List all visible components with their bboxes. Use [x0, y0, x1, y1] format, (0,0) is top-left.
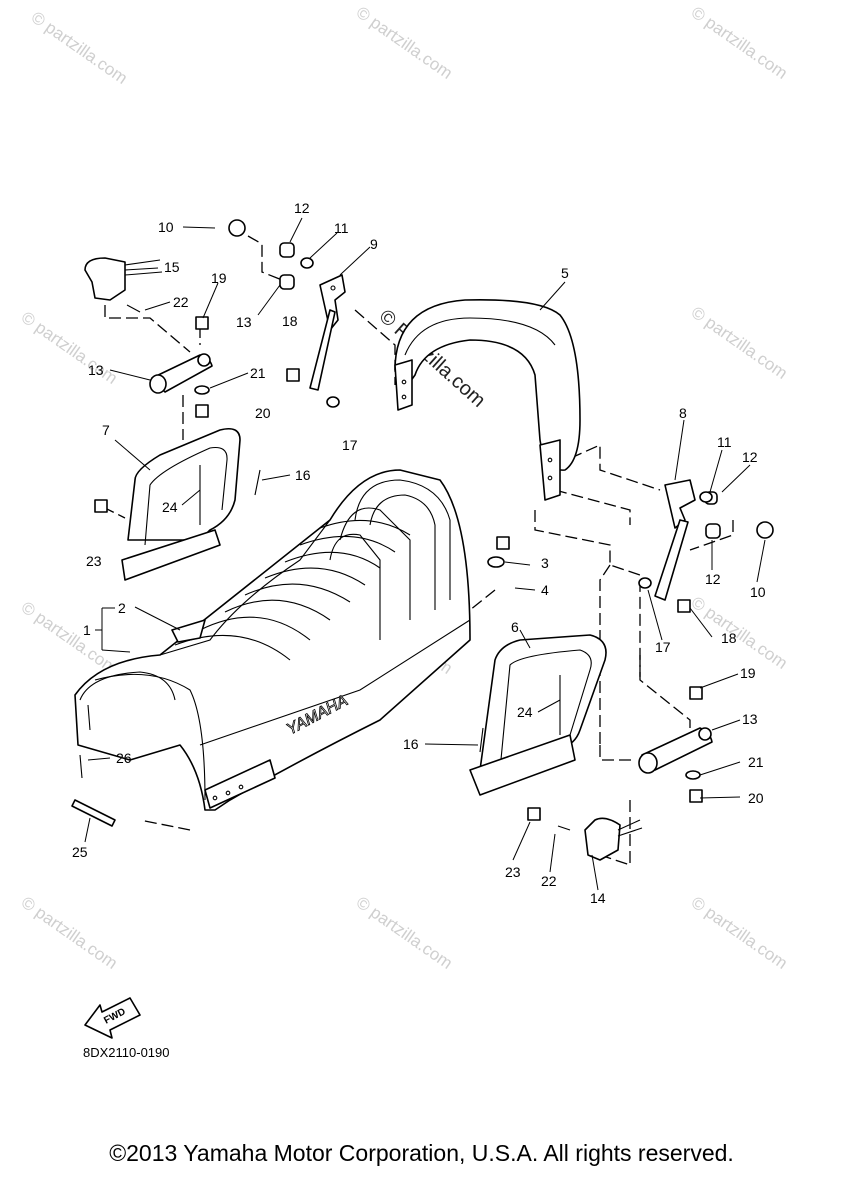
- watermark: © partzilla.com: [688, 3, 791, 83]
- callout-20: 20: [748, 790, 764, 806]
- callout-19: 19: [211, 270, 227, 286]
- watermark: © partzilla.com: [18, 893, 121, 973]
- callout-13: 13: [236, 314, 252, 330]
- copyright-footer: ©2013 Yamaha Motor Corporation, U.S.A. A…: [109, 1140, 734, 1166]
- callout-6: 6: [511, 619, 519, 635]
- callout-11: 11: [717, 434, 732, 450]
- callout-23: 23: [86, 553, 102, 569]
- callout-14: 14: [590, 890, 606, 906]
- latch-right: [584, 817, 643, 861]
- callout-21: 21: [250, 365, 266, 381]
- callout-22: 22: [541, 873, 557, 889]
- callouts: 10 12 11 9 15 19 22 13 18 5 13 21 20 17 …: [72, 200, 766, 906]
- seat-emblem: [171, 619, 206, 643]
- callout-9: 9: [370, 236, 378, 252]
- callout-16: 16: [295, 467, 311, 483]
- callout-18: 18: [721, 630, 737, 646]
- watermark: © partzilla.com: [18, 598, 121, 678]
- backrest: [394, 298, 581, 501]
- callout-19: 19: [740, 665, 756, 681]
- watermark: © partzilla.com: [688, 893, 791, 973]
- bracket-right: [654, 479, 696, 601]
- fwd-arrow: FWD: [84, 997, 141, 1039]
- callout-25: 25: [72, 844, 88, 860]
- leader-lines: [84, 217, 766, 891]
- callout-8: 8: [679, 405, 687, 421]
- callout-21: 21: [748, 754, 764, 770]
- callout-17: 17: [342, 437, 358, 453]
- callout-5: 5: [561, 265, 569, 281]
- callout-2: 2: [118, 600, 126, 616]
- grab-bar-left: [121, 427, 241, 581]
- hinge-left: [149, 353, 213, 394]
- hardware: [71, 219, 774, 831]
- callout-11: 11: [334, 220, 349, 236]
- callout-12: 12: [705, 571, 721, 587]
- callout-4: 4: [541, 582, 549, 598]
- callout-10: 10: [750, 584, 766, 600]
- callout-17: 17: [655, 639, 671, 655]
- callout-23: 23: [505, 864, 521, 880]
- callout-26: 26: [116, 750, 132, 766]
- callout-18: 18: [282, 313, 298, 329]
- drawing-code: 8DX2110-0190: [83, 1045, 170, 1060]
- watermark: © partzilla.com: [18, 308, 121, 388]
- callout-22: 22: [173, 294, 189, 310]
- watermark: © partzilla.com: [688, 593, 791, 673]
- callout-13: 13: [742, 711, 758, 727]
- watermark: © partzilla.com: [28, 8, 131, 88]
- callout-16: 16: [403, 736, 419, 752]
- callout-12: 12: [294, 200, 310, 216]
- callout-24: 24: [162, 499, 178, 515]
- hinge-right: [638, 727, 713, 774]
- callout-7: 7: [102, 422, 110, 438]
- callout-24: 24: [517, 704, 533, 720]
- watermark: © partzilla.com: [353, 893, 456, 973]
- callout-12: 12: [742, 449, 758, 465]
- watermark: © partzilla.com: [688, 303, 791, 383]
- callout-1: 1: [83, 622, 91, 638]
- callout-13: 13: [88, 362, 104, 378]
- callout-10: 10: [158, 219, 174, 235]
- grab-bar-right: [469, 634, 607, 796]
- callout-3: 3: [541, 555, 549, 571]
- callout-20: 20: [255, 405, 271, 421]
- watermark: © partzilla.com: [353, 3, 456, 83]
- bracket-left: [309, 274, 346, 391]
- callout-15: 15: [164, 259, 180, 275]
- seat-assembly: YAMAHA: [74, 469, 471, 811]
- latch-left: [84, 257, 161, 301]
